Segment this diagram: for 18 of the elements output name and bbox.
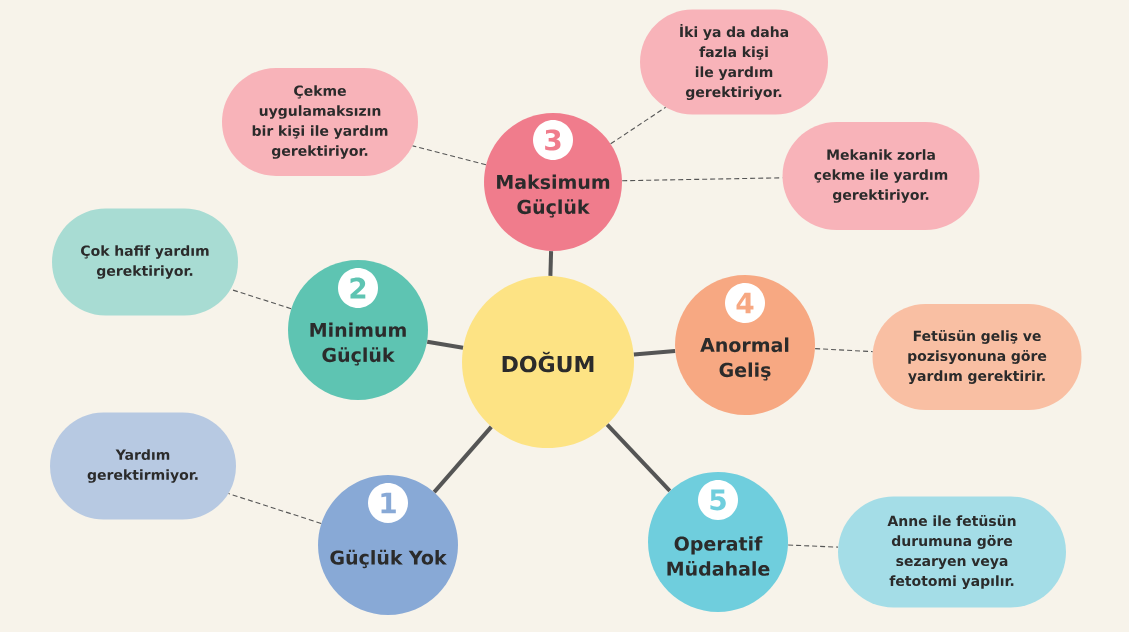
text-bubble: Çok hafif yardım gerektiriyor. xyxy=(52,208,238,316)
dashed-connector xyxy=(814,348,874,353)
dashed-connector xyxy=(787,544,839,548)
connector-line xyxy=(432,425,493,494)
connector-line xyxy=(605,423,672,493)
connector-line xyxy=(633,349,676,357)
text-bubble: İki ya da daha fazla kişi ile yardım gerektiriyor. xyxy=(640,9,828,115)
dashed-connector xyxy=(230,288,292,310)
text-bubble: Mekanik zorla çekme ile yardım gerektiriyor. xyxy=(782,122,980,230)
dashed-connector xyxy=(610,106,667,145)
text-bubble: Fetüsün geliş ve pozisyonuna göre yardım gerektirir. xyxy=(872,304,1082,410)
connector-line xyxy=(426,339,464,350)
text-bubble: Yardım gerektirmiyor. xyxy=(50,412,236,520)
dashed-connector xyxy=(412,145,487,166)
dashed-connector xyxy=(228,493,322,524)
text-bubble: Anne ile fetüsün durumuna göre sezaryen veya fetotomi yapılır. xyxy=(838,496,1066,608)
connector-line xyxy=(548,251,554,276)
text-bubble: Çekme uygulamaksızın bir kişi ile yardım gerektiriyor. xyxy=(222,68,418,176)
